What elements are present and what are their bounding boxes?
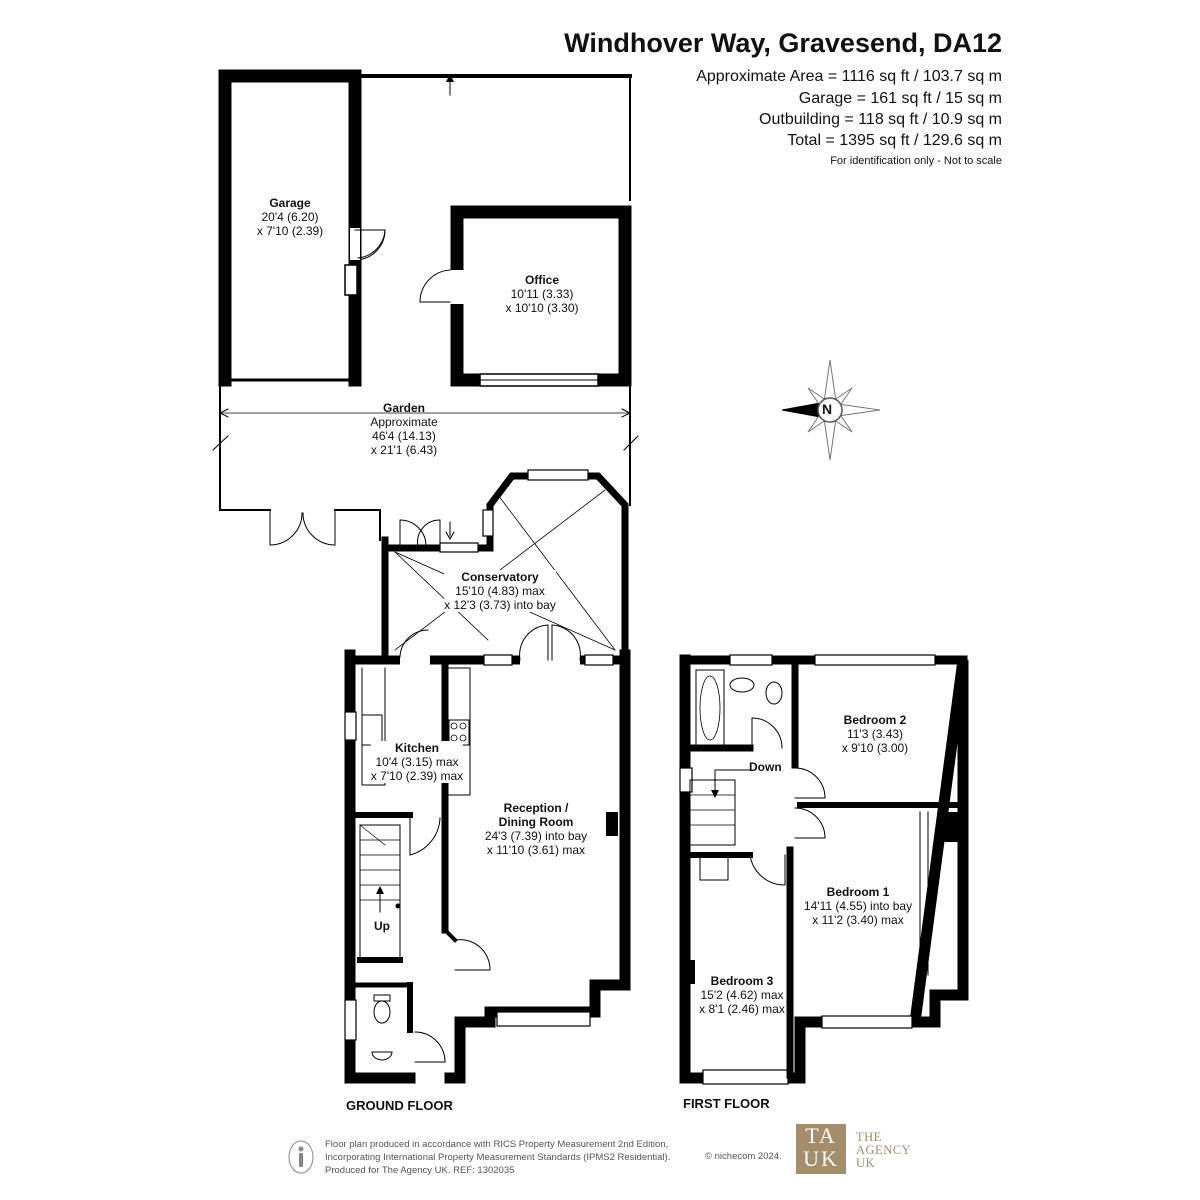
room-dim: 46'4 (14.13) xyxy=(372,429,436,443)
room-dim: 24'3 (7.39) into bay xyxy=(484,829,588,843)
footer-line: Floor plan produced in accordance with R… xyxy=(325,1139,669,1150)
room-garden: Garden Approximate 46'4 (14.13) x 21'1 (… xyxy=(370,401,437,457)
logo-word: THE xyxy=(856,1130,882,1144)
stairs-down-label: Down xyxy=(749,760,782,774)
room-dim: 11'3 (3.43) xyxy=(846,727,904,741)
room-dim: x 9'10 (3.00) xyxy=(841,741,909,755)
conservatory-walls xyxy=(381,472,629,659)
agency-logo-mark: TA UK xyxy=(796,1124,846,1174)
ground-floor-plan xyxy=(344,469,631,1084)
room-dim: 20'4 (6.20) xyxy=(261,210,319,224)
ground-floor-outer-walls xyxy=(344,649,631,1084)
ground-floor-label: GROUND FLOOR xyxy=(346,1098,453,1113)
footer-line: Incorporating International Property Mea… xyxy=(325,1152,671,1163)
room-name: Reception / xyxy=(503,801,569,815)
room-name: Bedroom 3 xyxy=(710,974,774,988)
stairs-up-label: Up xyxy=(374,919,390,933)
room-dim: x 10'10 (3.30) xyxy=(505,301,579,315)
compass-icon xyxy=(781,359,881,461)
area-approximate: Approximate Area = 1116 sq ft / 103.7 sq… xyxy=(696,68,1002,85)
room-dim: 10'4 (3.15) max xyxy=(375,755,459,769)
room-office: Office 10'11 (3.33) x 10'10 (3.30) xyxy=(505,273,578,315)
first-floor-outer-walls xyxy=(679,654,969,1084)
footer-note: Floor plan produced in accordance with R… xyxy=(325,1138,670,1177)
footer-line: Produced for The Agency UK. REF: 1302035 xyxy=(325,1165,515,1176)
room-kitchen: Kitchen 10'4 (3.15) max x 7'10 (2.39) ma… xyxy=(370,741,464,783)
outbuilding-plan xyxy=(212,69,639,546)
first-floor-plan xyxy=(679,654,969,1085)
room-dim: x 12'3 (3.73) into bay xyxy=(444,598,556,612)
logo-letters-top: TA xyxy=(805,1123,837,1148)
room-dim: x 7'10 (2.39) max xyxy=(370,769,464,783)
area-outbuilding: Outbuilding = 118 sq ft / 10.9 sq m xyxy=(759,111,1002,128)
room-bedroom-2: Bedroom 2 11'3 (3.43) x 9'10 (3.00) xyxy=(842,713,908,755)
room-name: Bedroom 2 xyxy=(843,713,907,727)
compass-letter: N xyxy=(822,401,833,417)
copyright: © nichecom 2024. xyxy=(705,1151,782,1162)
room-dim: x 7'10 (2.39) xyxy=(256,224,324,238)
room-bedroom-1: Bedroom 1 14'11 (4.55) into bay x 11'2 (… xyxy=(804,885,912,927)
room-dim: x 11'10 (3.61) max xyxy=(486,843,586,857)
room-garage: Garage 20'4 (6.20) x 7'10 (2.39) xyxy=(257,196,323,238)
logo-word: AGENCY xyxy=(856,1143,912,1157)
area-garage: Garage = 161 sq ft / 15 sq m xyxy=(798,90,1002,107)
room-reception: Reception / Dining Room 24'3 (7.39) into… xyxy=(485,801,587,857)
room-name: Bedroom 1 xyxy=(826,885,890,899)
room-name: Dining Room xyxy=(498,815,574,829)
room-name: Conservatory xyxy=(461,570,539,584)
area-total: Total = 1395 sq ft / 129.6 sq m xyxy=(787,132,1002,149)
logo-letters-bottom: UK xyxy=(803,1146,839,1171)
room-bedroom-3: Bedroom 3 15'2 (4.62) max x 8'1 (2.46) m… xyxy=(699,974,785,1016)
room-name: Office xyxy=(524,273,560,287)
room-dim: 15'2 (4.62) max xyxy=(700,988,784,1002)
room-dim: 15'10 (4.83) max xyxy=(455,584,545,598)
room-dim: Approximate xyxy=(370,415,438,429)
room-dim: x 21'1 (6.43) xyxy=(370,443,438,457)
room-name: Kitchen xyxy=(394,741,439,755)
first-floor-label: FIRST FLOOR xyxy=(683,1096,770,1111)
info-person-icon xyxy=(288,1140,314,1174)
room-dim: x 8'1 (2.46) max xyxy=(699,1002,785,1016)
room-dim: x 11'2 (3.40) max xyxy=(812,913,904,927)
room-dim: 14'11 (4.55) into bay xyxy=(803,899,913,913)
room-conservatory: Conservatory 15'10 (4.83) max x 12'3 (3.… xyxy=(444,570,556,612)
room-name: Garden xyxy=(382,401,425,415)
logo-word: UK xyxy=(856,1156,876,1170)
disclaimer: For identification only - Not to scale xyxy=(830,155,1002,167)
room-name: Garage xyxy=(269,196,311,210)
property-title: Windhover Way, Gravesend, DA12 xyxy=(564,28,1002,58)
agency-logo-text: THE AGENCY UK xyxy=(856,1131,911,1170)
garden-boundary xyxy=(219,379,381,541)
room-dim: 10'11 (3.33) xyxy=(510,287,574,301)
